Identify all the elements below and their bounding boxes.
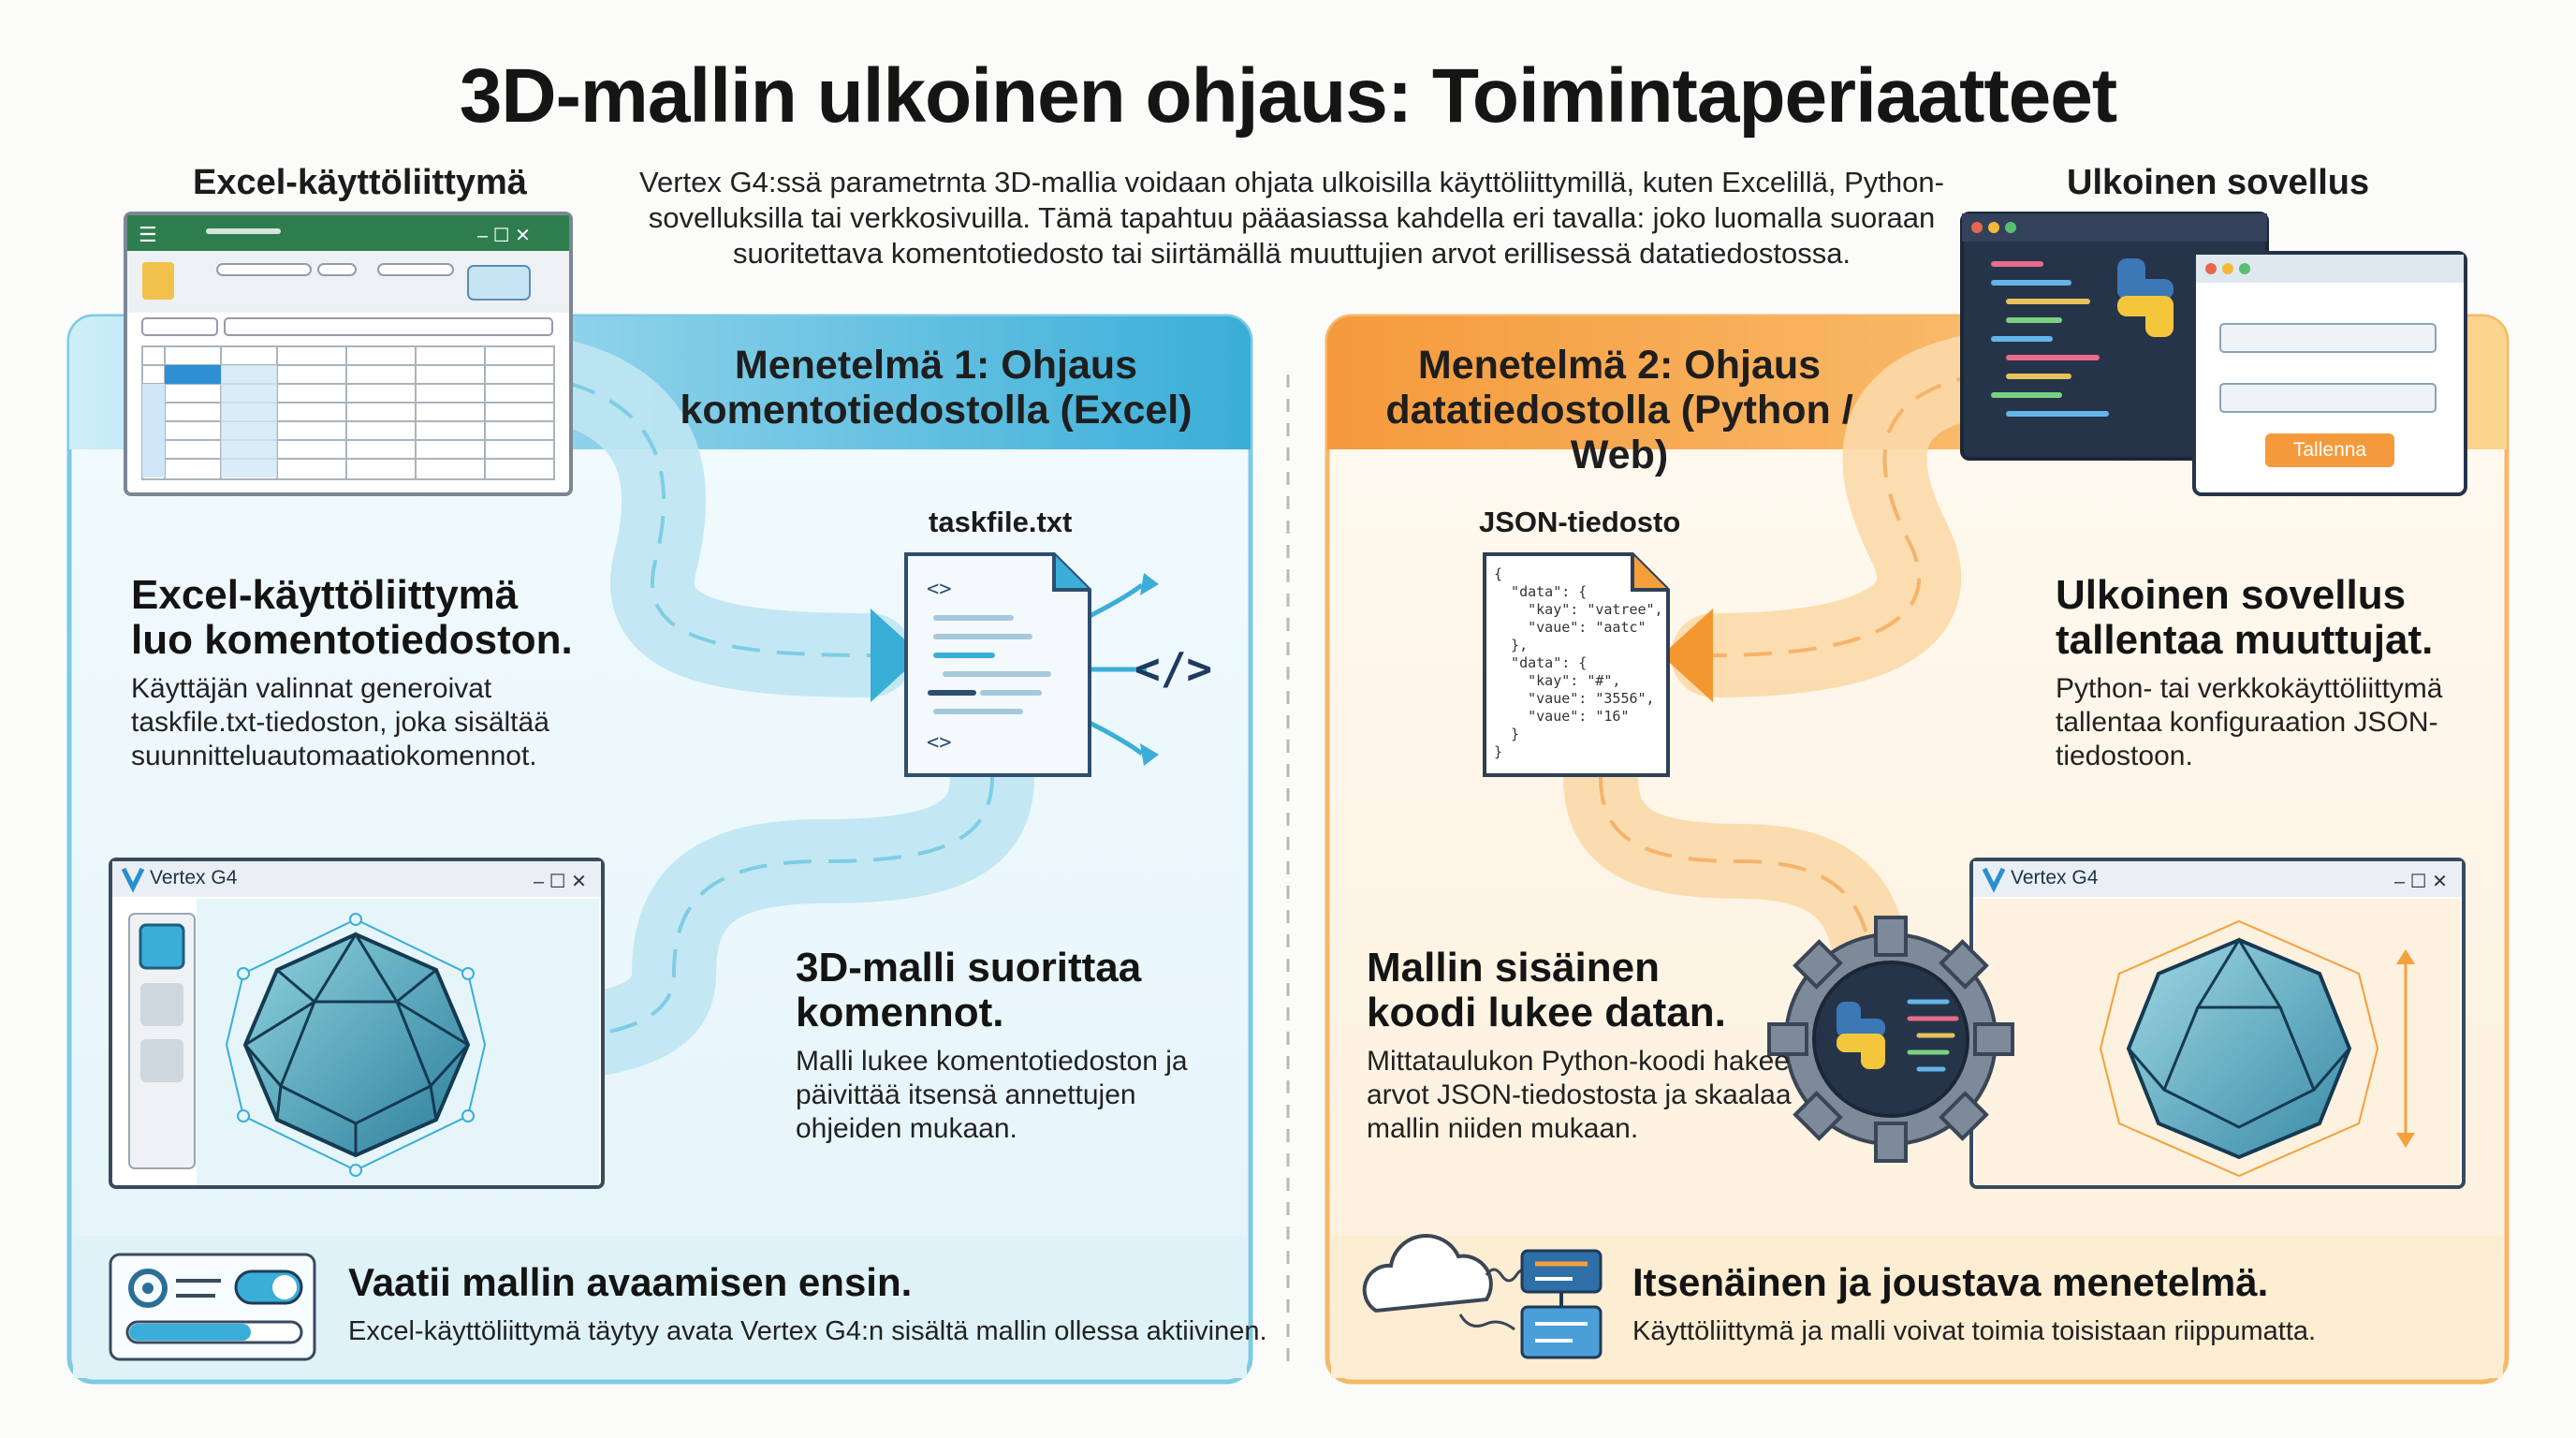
- excel-window: ☰ – ☐ ✕: [124, 212, 573, 496]
- settings-toggle-icon: [109, 1253, 316, 1361]
- method1-footer-title: Vaatii mallin avaamisen ensin.: [348, 1260, 913, 1304]
- 3d-model-icon: [225, 913, 487, 1177]
- cloud-network-icon: [1362, 1234, 1603, 1359]
- svg-text:– ☐ ✕: – ☐ ✕: [477, 226, 531, 246]
- method2-heading: Menetelmä 2: Ohjaus datatiedostolla (Pyt…: [1385, 343, 1853, 477]
- method2-footer-title: Itsenäinen ja joustava menetelmä.: [1632, 1260, 2269, 1304]
- svg-text:☰: ☰: [139, 223, 157, 246]
- svg-text:– ☐ ✕: – ☐ ✕: [2394, 872, 2448, 892]
- gear-python-icon: [1767, 916, 2014, 1163]
- external-app-windows: [1960, 212, 2467, 496]
- taskfile-document-icon: <> <>: [904, 552, 1091, 777]
- json-file-label: JSON-tiedosto: [1479, 506, 1681, 538]
- json-snippet: { "data": { "kay": "vatree", "vaue": "aa…: [1494, 565, 1663, 760]
- vertex-window-left: – ☐ ✕: [109, 858, 605, 1189]
- svg-text:– ☐ ✕: – ☐ ✕: [534, 872, 587, 892]
- svg-text:<>: <>: [927, 578, 952, 601]
- external-app-label: Ulkoinen sovellus: [2067, 163, 2370, 202]
- svg-text:<>: <>: [927, 731, 952, 755]
- excel-ui-label: Excel-käyttöliittymä: [193, 163, 527, 202]
- method2-step1-body: Python- tai verkkokäyttöliittymä tallent…: [2056, 673, 2443, 771]
- method1-footer-body: Excel-käyttöliittymä täytyy avata Vertex…: [348, 1316, 1267, 1346]
- method1-step2-title: 3D-malli suorittaa komennot.: [796, 945, 1142, 1035]
- page-title: 3D-mallin ulkoinen ohjaus: Toimintaperia…: [459, 53, 2117, 139]
- vertex-logo-icon: [121, 867, 145, 893]
- method1-heading: Menetelmä 1: Ohjaus komentotiedostolla (…: [680, 343, 1193, 433]
- python-logo-icon: [2117, 258, 2174, 337]
- method2-flow: [1563, 332, 2144, 1086]
- save-button[interactable]: Tallenna: [2265, 433, 2394, 467]
- method2-footer-body: Käyttöliittymä ja malli voivat toimia to…: [1632, 1316, 2317, 1346]
- method1-step1-body: Käyttäjän valinnat generoivat taskfile.t…: [131, 673, 549, 771]
- method2-step2-title: Mallin sisäinen koodi lukee datan.: [1367, 945, 1726, 1035]
- code-tag-icon: </>: [1134, 643, 1212, 694]
- vertex-window-right-title: Vertex G4: [2011, 867, 2099, 888]
- method1-flow: </>: [473, 332, 1212, 1093]
- method2-step2-body: Mittataulukon Python-koodi hakee arvot J…: [1367, 1046, 1792, 1144]
- vertex-window-left-title: Vertex G4: [150, 867, 238, 888]
- json-document-icon: [1483, 552, 1670, 777]
- method2-step1-title: Ulkoinen sovellus tallentaa muuttujat.: [2056, 572, 2434, 663]
- method1-step1-title: Excel-käyttöliittymä luo komentotiedosto…: [131, 572, 573, 663]
- intro-text: Vertex G4:ssä parametrnta 3D-mallia void…: [639, 166, 1944, 270]
- vertex-window-right: – ☐ ✕: [1969, 858, 2466, 1189]
- method1-step2-body: Malli lukee komentotiedoston ja päivittä…: [796, 1046, 1188, 1144]
- taskfile-label: taskfile.txt: [929, 506, 1073, 538]
